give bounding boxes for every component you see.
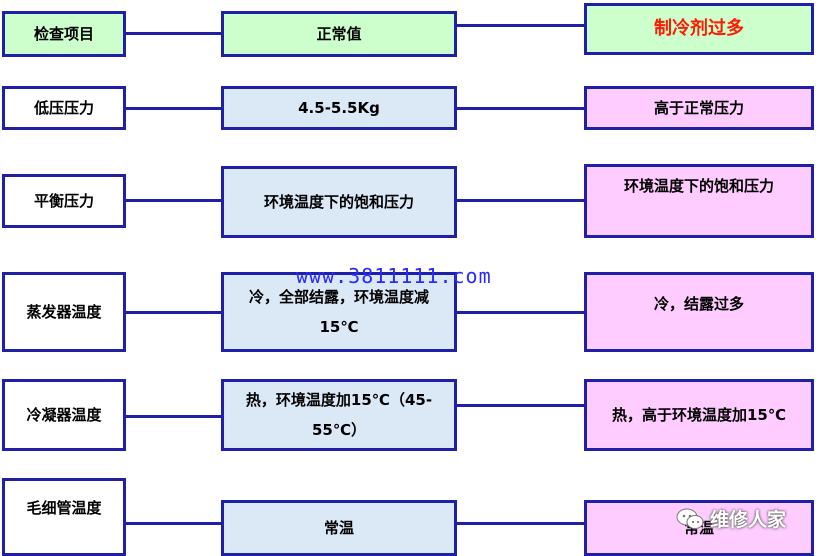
connector-row2-left [125, 199, 222, 202]
brand-badge: 维修人家 [676, 505, 786, 532]
connector-row1-left [125, 107, 222, 110]
row5-normal-value: 常温 [323, 519, 354, 537]
row3-item-box: 蒸发器温度 [2, 272, 126, 352]
header-fault-label: 制冷剂过多 [654, 18, 744, 39]
row5-item-box: 毛细管温度 [2, 478, 126, 556]
connector-row3-left [125, 311, 222, 314]
connector-row4-right [456, 404, 585, 407]
site-watermark: www.3811111.com [296, 264, 492, 288]
row4-fault-value: 热，高于环境温度加15℃ [611, 406, 787, 424]
connector-row5-left [125, 522, 222, 525]
connector-row1-right [456, 107, 585, 110]
row2-item-box: 平衡压力 [2, 174, 126, 228]
row4-item-label: 冷凝器温度 [26, 406, 102, 424]
row2-fault-box: 环境温度下的饱和压力 [584, 164, 814, 238]
row2-normal-box: 环境温度下的饱和压力 [221, 166, 457, 238]
row3-normal-value: 冷，全部结露，环境温度减15℃ [248, 288, 429, 336]
row1-item-box: 低压压力 [2, 86, 126, 130]
row1-normal-box: 4.5-5.5Kg [221, 86, 457, 130]
row2-fault-value: 环境温度下的饱和压力 [623, 177, 774, 195]
connector-row5-right [456, 522, 585, 525]
connector-row4-left [125, 415, 222, 418]
row5-normal-box: 常温 [221, 500, 457, 556]
header-normal-box: 正常值 [221, 11, 457, 57]
row4-fault-box: 热，高于环境温度加15℃ [584, 379, 814, 451]
row5-item-label: 毛细管温度 [26, 499, 102, 517]
row3-item-label: 蒸发器温度 [26, 303, 102, 321]
header-item-label: 检查项目 [33, 25, 94, 43]
row1-fault-box: 高于正常压力 [584, 86, 814, 130]
wechat-icon [676, 508, 704, 529]
header-item-box: 检查项目 [2, 11, 126, 57]
header-fault-box: 制冷剂过多 [584, 3, 814, 55]
row2-normal-value: 环境温度下的饱和压力 [263, 193, 414, 211]
row2-item-label: 平衡压力 [33, 192, 94, 210]
row1-item-label: 低压压力 [33, 99, 94, 117]
header-normal-label: 正常值 [316, 25, 362, 43]
row3-normal-box: 冷，全部结露，环境温度减15℃ [221, 272, 457, 352]
brand-name: 维修人家 [710, 509, 787, 531]
row4-item-box: 冷凝器温度 [2, 379, 126, 451]
connector-row2-right [456, 199, 585, 202]
connector-header-right [456, 24, 585, 27]
row1-normal-value: 4.5-5.5Kg [298, 99, 380, 117]
connector-header-left [125, 32, 222, 35]
row3-fault-value: 冷，结露过多 [653, 295, 744, 313]
row4-normal-box: 热，环境温度加15℃（45-55℃） [221, 379, 457, 451]
row1-fault-value: 高于正常压力 [653, 99, 744, 117]
connector-row3-right [456, 311, 585, 314]
row4-normal-value: 热，环境温度加15℃（45-55℃） [245, 391, 433, 439]
row3-fault-box: 冷，结露过多 [584, 272, 814, 352]
